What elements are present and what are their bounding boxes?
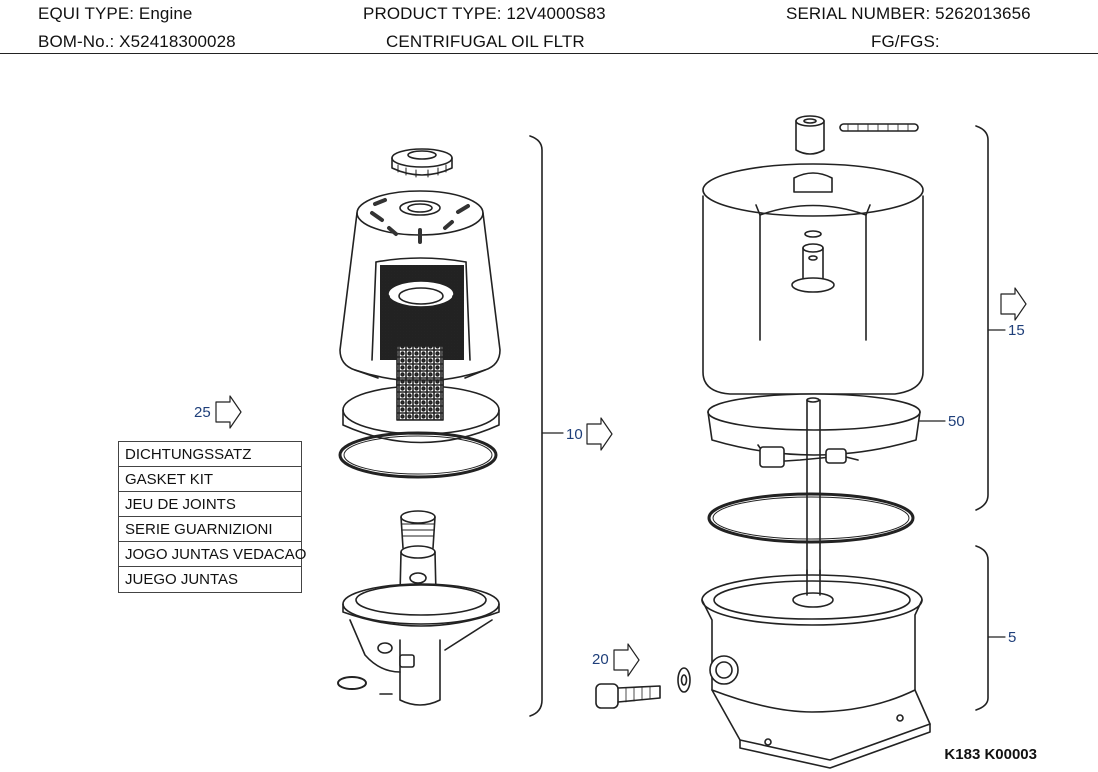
part-description: CENTRIFUGAL OIL FLTR xyxy=(386,32,585,51)
ref-arrow-20 xyxy=(613,643,640,677)
fg-fgs: FG/FGS: xyxy=(871,32,940,51)
header-divider xyxy=(0,53,1098,54)
figure-reference: K183 K00003 xyxy=(944,746,1037,763)
bracket-15 xyxy=(975,125,989,511)
product-type: PRODUCT TYPE: 12V4000S83 xyxy=(363,4,606,23)
ref-arrow-15 xyxy=(1000,287,1027,321)
arrow-icons xyxy=(215,287,1027,677)
legend-row-es: JUEGO JUNTAS xyxy=(125,571,239,588)
callout-5: 5 xyxy=(1008,629,1017,646)
serial-number: SERIAL NUMBER: 5262013656 xyxy=(786,4,1031,23)
bracket-10 xyxy=(529,135,543,717)
callout-15: 15 xyxy=(1008,322,1025,339)
ref-arrow-25 xyxy=(215,395,242,429)
legend-row-fr: JEU DE JOINTS xyxy=(119,492,301,517)
callout-20: 20 xyxy=(592,651,609,668)
bom-number: BOM-No.: X52418300028 xyxy=(38,32,236,51)
ref-arrow-10 xyxy=(586,417,613,451)
equi-type: EQUI TYPE: Engine xyxy=(38,4,193,23)
callout-10: 10 xyxy=(566,426,583,443)
callout-50: 50 xyxy=(948,413,965,430)
legend-row-en: GASKET KIT xyxy=(119,467,301,492)
legend-row-de: DICHTUNGSSATZ xyxy=(119,442,301,467)
bracket-5 xyxy=(975,545,989,711)
callout-25: 25 xyxy=(194,404,211,421)
legend-row-it: SERIE GUARNIZIONI xyxy=(119,517,301,542)
gasket-kit-legend: DICHTUNGSSATZ GASKET KIT JEU DE JOINTS S… xyxy=(118,441,306,593)
right-assembly xyxy=(595,115,931,769)
legend-row-pt: JOGO JUNTAS VEDACAO xyxy=(119,542,306,567)
left-assembly xyxy=(337,148,501,706)
